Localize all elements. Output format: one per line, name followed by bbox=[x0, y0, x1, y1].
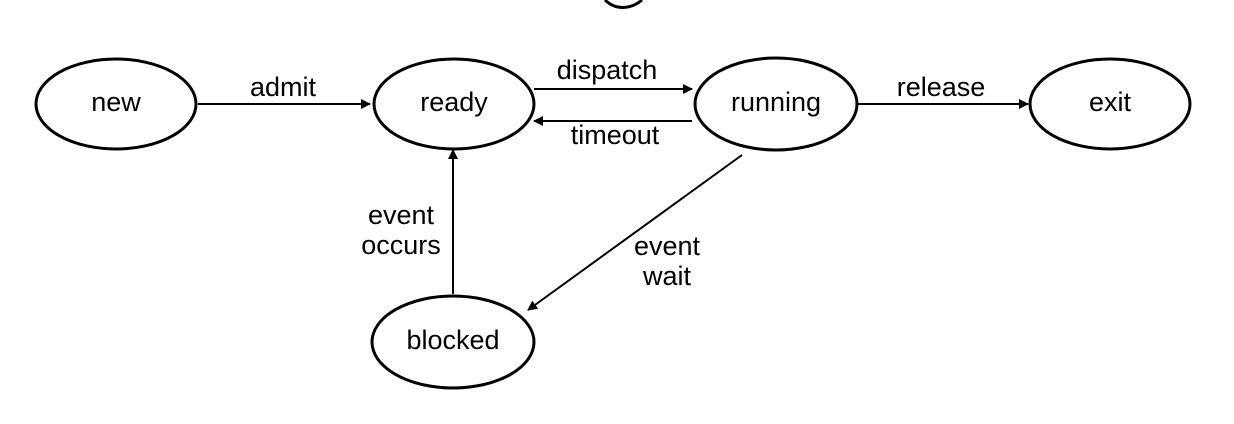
state-ready: ready bbox=[372, 57, 536, 151]
transition-running-to-exit: release bbox=[858, 72, 1029, 109]
state-exit: exit bbox=[1028, 57, 1192, 151]
top-cropped-fragment bbox=[603, 0, 643, 9]
edge-label-dispatch: dispatch bbox=[557, 55, 658, 85]
state-running-label: running bbox=[731, 87, 821, 117]
state-exit-label: exit bbox=[1089, 87, 1132, 117]
edge-label-event-occurs-line-1: event bbox=[368, 200, 435, 230]
state-blocked-label: blocked bbox=[406, 325, 499, 355]
state-blocked: blocked bbox=[370, 294, 536, 390]
transition-ready-to-running: dispatch bbox=[534, 55, 693, 94]
edge-label-admit: admit bbox=[250, 72, 317, 102]
edge-label-release: release bbox=[897, 72, 986, 102]
state-ready-label: ready bbox=[420, 87, 488, 117]
transition-running-to-blocked: event wait bbox=[527, 154, 743, 311]
edge-label-event-occurs-line-2: occurs bbox=[361, 230, 441, 260]
state-running: running bbox=[693, 56, 859, 152]
edge-label-timeout: timeout bbox=[571, 120, 660, 150]
state-new-label: new bbox=[91, 87, 141, 117]
transition-running-to-ready: timeout bbox=[533, 116, 692, 150]
transition-new-to-ready: admit bbox=[198, 72, 371, 109]
edge-label-event-wait-line-2: wait bbox=[642, 261, 692, 291]
edge-label-event-wait-line-1: event bbox=[634, 231, 701, 261]
transition-blocked-to-ready: event occurs bbox=[361, 149, 458, 294]
state-new: new bbox=[34, 57, 198, 151]
